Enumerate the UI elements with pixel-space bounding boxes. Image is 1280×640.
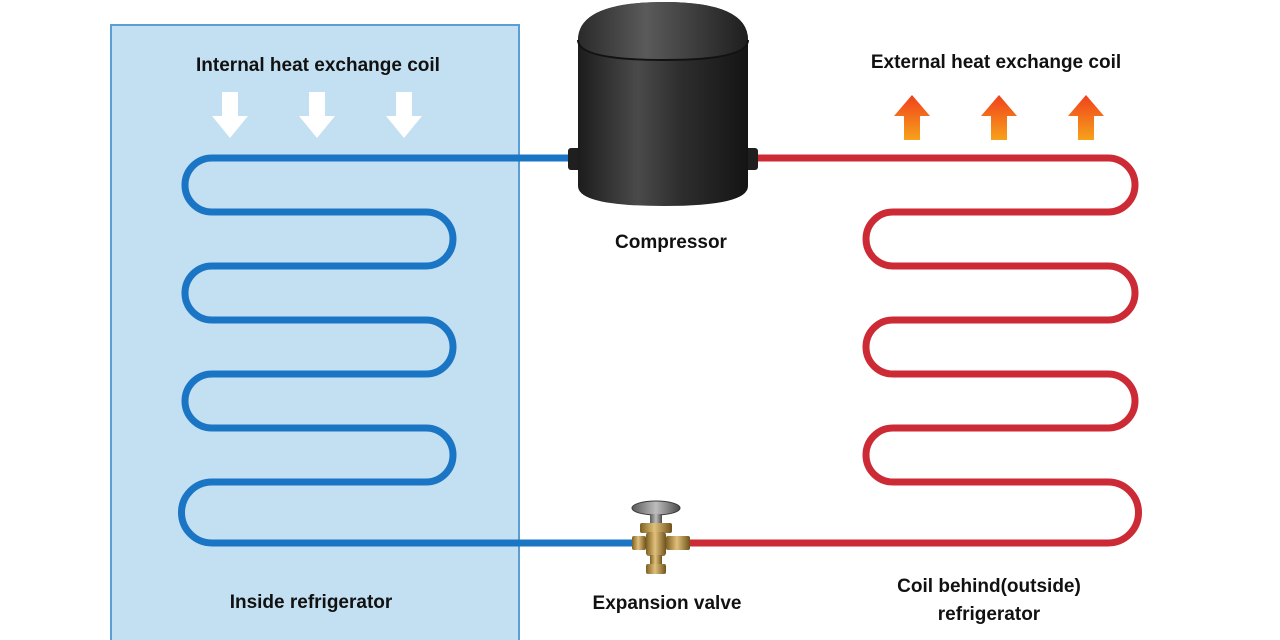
internal-coil-line xyxy=(178,154,640,547)
external-coil-line xyxy=(690,154,1142,547)
external-coil-label: External heat exchange coil xyxy=(871,52,1121,73)
internal-coil-label: Internal heat exchange coil xyxy=(196,55,440,76)
arrow-up-icon xyxy=(894,95,930,140)
outside-coil-label-line1: Coil behind(outside) xyxy=(897,576,1081,597)
arrow-down-icon xyxy=(299,92,335,138)
compressor-label: Compressor xyxy=(615,232,728,253)
arrow-up-icon xyxy=(981,95,1017,140)
expansion-valve-label: Expansion valve xyxy=(593,593,742,614)
arrow-down-icon xyxy=(386,92,422,138)
arrow-down-icon xyxy=(212,92,248,138)
compressor-icon xyxy=(568,2,758,206)
arrow-up-icon xyxy=(1068,95,1104,140)
expansion-valve-icon xyxy=(631,500,690,574)
outside-coil-label-line2: refrigerator xyxy=(938,604,1041,625)
inside-refrigerator-label: Inside refrigerator xyxy=(230,592,393,613)
